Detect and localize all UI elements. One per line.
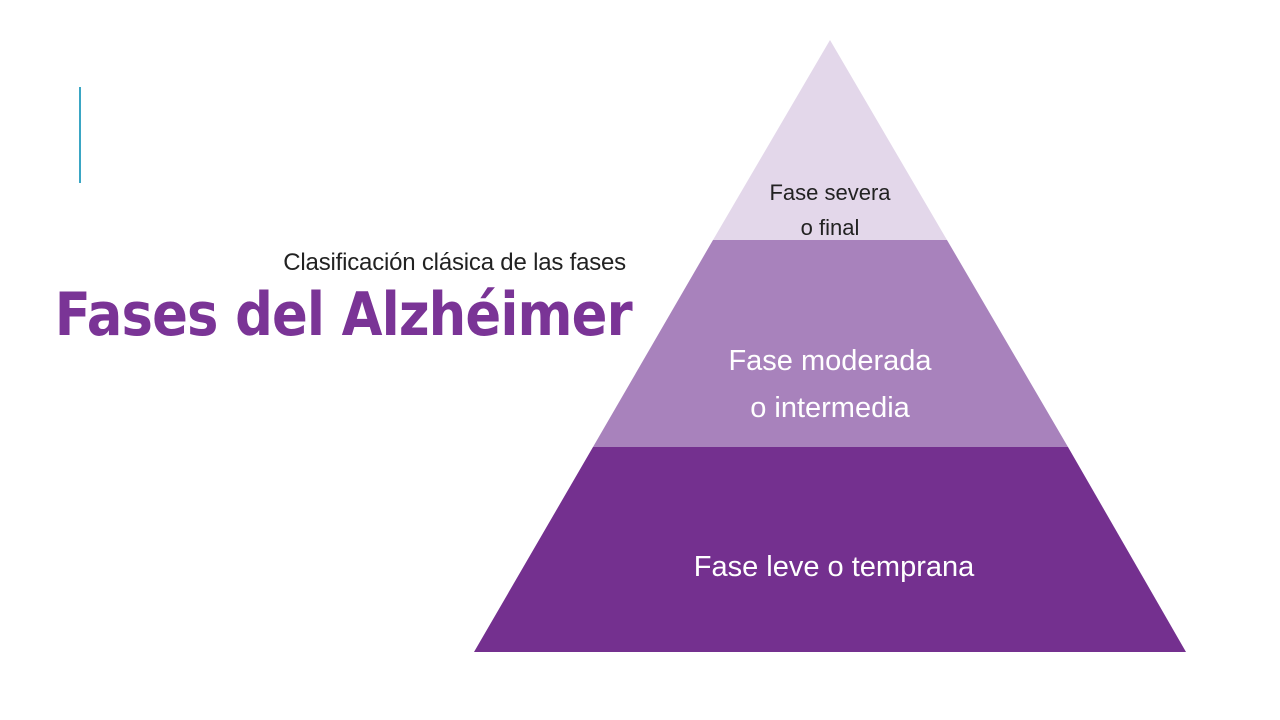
tier-middle-label-line2: o intermedia (750, 392, 910, 424)
pyramid-tier-middle (593, 240, 1068, 447)
slide-title: Fases del Alzhéimer (54, 280, 633, 350)
tier-bottom-label: Fase leve o temprana (694, 551, 975, 583)
tier-top-label-line1: Fase severa (769, 180, 891, 205)
slide-subtitle: Clasificación clásica de las fases (283, 249, 626, 276)
pyramid-tier-bottom (474, 447, 1186, 652)
tier-middle-label-line1: Fase moderada (728, 345, 932, 377)
tier-top-label-line2: o final (801, 215, 860, 240)
accent-bar (79, 87, 81, 183)
pyramid-tier-top (713, 40, 947, 240)
